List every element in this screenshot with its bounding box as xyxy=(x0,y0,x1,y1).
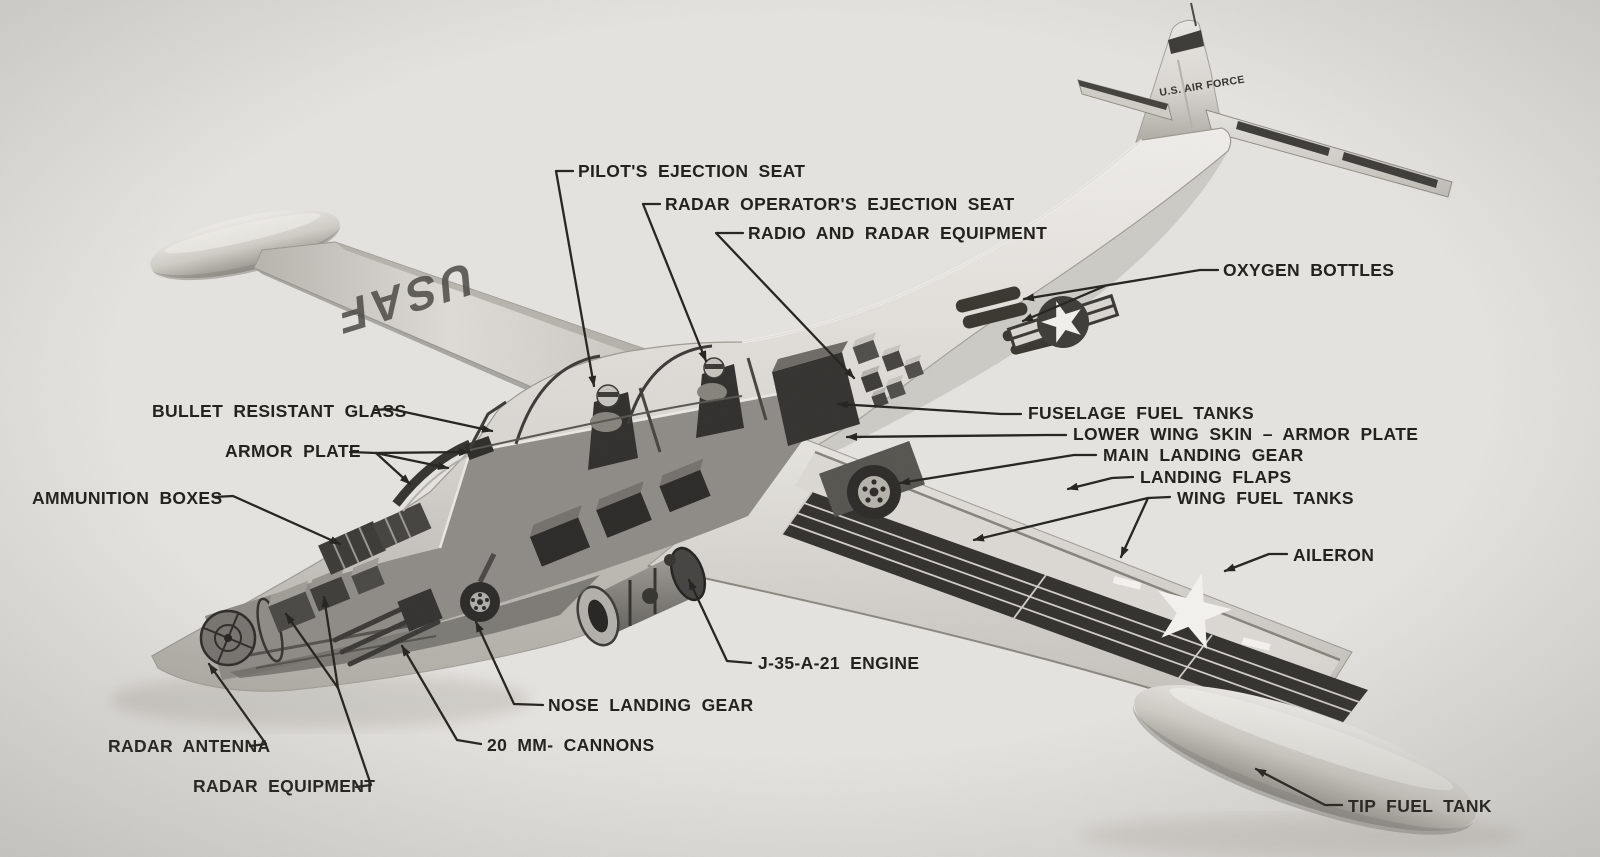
cutaway-figure: USAF U.S. AIR FORCE xyxy=(0,0,1600,857)
film-grain xyxy=(0,0,1600,857)
